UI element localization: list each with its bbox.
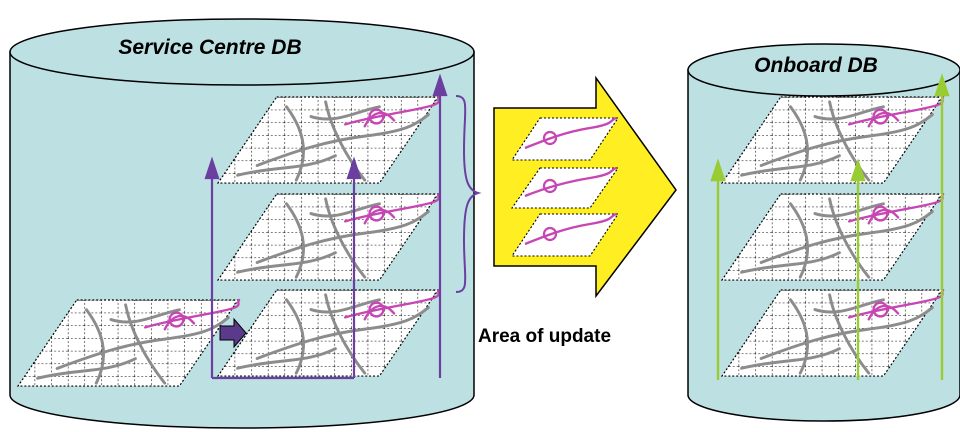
update-tile-3: [510, 212, 620, 257]
layer-brace: [455, 95, 482, 293]
service-vertical-arrows: [204, 73, 448, 380]
onboard-vertical-arrows: [710, 73, 950, 380]
service-centre-db-title: Service Centre DB: [118, 36, 302, 59]
update-tile-2: [510, 166, 620, 209]
area-of-update-label: Area of update: [478, 326, 612, 347]
onboard-db-title: Onboard DB: [754, 54, 878, 77]
small-block-arrow: [219, 317, 247, 349]
update-tile-1: [510, 116, 620, 161]
onboard-cylinder-top: [687, 43, 960, 97]
service-cylinder-top: [9, 18, 475, 86]
